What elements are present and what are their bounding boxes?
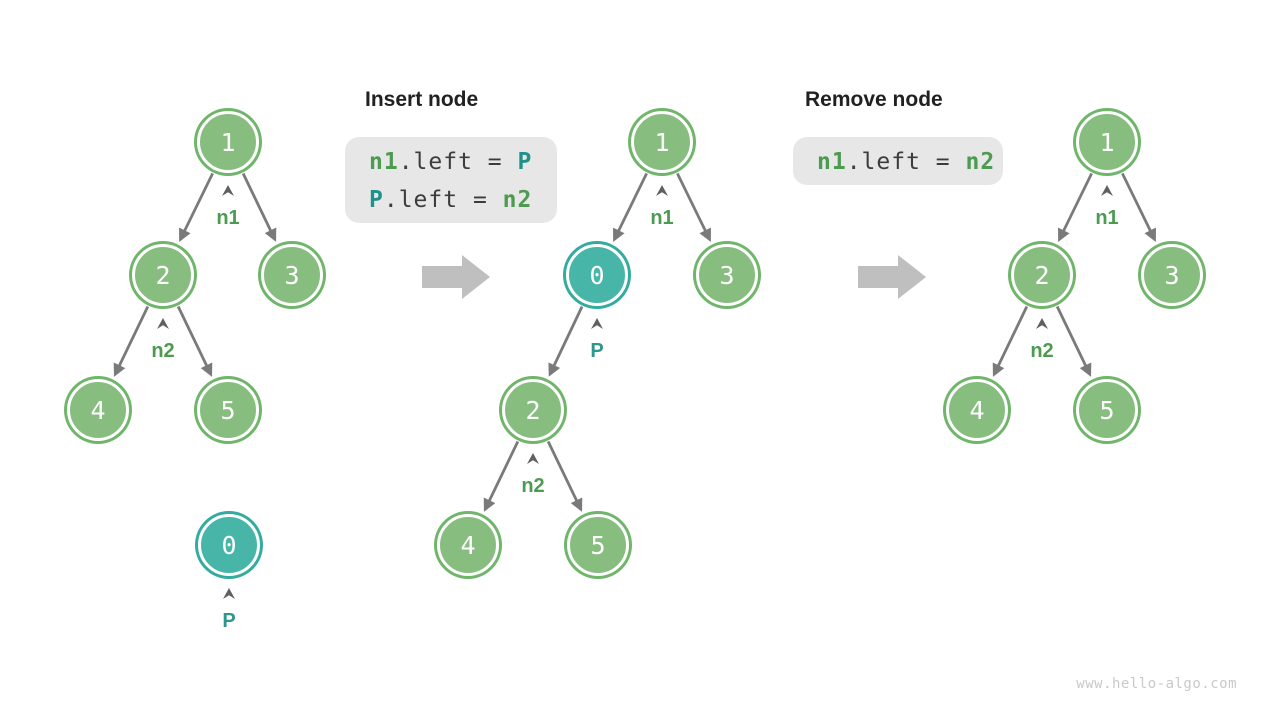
tree-edge [113, 305, 150, 377]
tree-node-3: 3 [1141, 244, 1203, 306]
tree-node-1: 1 [1076, 111, 1138, 173]
tree-edge [176, 305, 213, 377]
tree-node-4: 4 [67, 379, 129, 441]
tree-node-5: 5 [197, 379, 259, 441]
tree-edge [1121, 172, 1156, 242]
pointer-up-arrow-icon [222, 587, 236, 599]
tree-edge [546, 440, 583, 512]
tree-edge [1058, 172, 1093, 242]
pointer-up-arrow-icon [221, 184, 235, 196]
pointer-label-n1: n1 [1095, 207, 1119, 229]
code-token: n2 [502, 187, 533, 213]
code-token: .left = [398, 149, 518, 175]
remove-node-heading: Remove node [805, 88, 943, 111]
remove-code-block: n1.left = n2 [793, 137, 1003, 185]
tree-edge [992, 305, 1029, 377]
tree-node-1: 1 [631, 111, 693, 173]
code-token: P [517, 149, 533, 175]
code-token: P [369, 187, 384, 213]
tree-node-2: 2 [1011, 244, 1073, 306]
code-line: P.left = n2 [369, 181, 557, 219]
tree-node-3: 3 [696, 244, 758, 306]
tree-node-0: 0 [198, 514, 260, 576]
pointer-label-P: P [222, 610, 236, 632]
tree-node-0: 0 [566, 244, 628, 306]
tree-edge [548, 306, 584, 377]
tree-node-5: 5 [1076, 379, 1138, 441]
tree-edge [676, 172, 711, 242]
pointer-up-arrow-icon [1100, 184, 1114, 196]
arrow-remove-icon [858, 255, 926, 299]
pointer-label-n1: n1 [650, 207, 674, 229]
tree-node-5: 5 [567, 514, 629, 576]
code-token: .left = [846, 149, 966, 175]
tree-edge [483, 440, 520, 512]
code-line: n1.left = P [369, 143, 557, 181]
pointer-label-n1: n1 [216, 207, 240, 229]
pointer-up-arrow-icon [655, 184, 669, 196]
tree-node-1: 1 [197, 111, 259, 173]
code-token: n2 [965, 149, 996, 175]
pointer-up-arrow-icon [526, 452, 540, 464]
tree-edge [613, 172, 648, 242]
tree-node-2: 2 [132, 244, 194, 306]
pointer-label-n2: n2 [151, 340, 175, 362]
pointer-up-arrow-icon [1035, 317, 1049, 329]
tree-node-2: 2 [502, 379, 564, 441]
tree-edge [241, 172, 277, 242]
watermark-text: www.hello-algo.com [1076, 676, 1237, 692]
code-token: n1 [817, 149, 847, 175]
tree-edge [179, 172, 214, 242]
tree-edge [1055, 305, 1092, 377]
tree-node-4: 4 [946, 379, 1008, 441]
arrow-insert-icon [422, 255, 490, 299]
pointer-label-n2: n2 [521, 475, 545, 497]
pointer-label-P: P [590, 340, 604, 362]
pointer-up-arrow-icon [590, 317, 604, 329]
code-token: n1 [369, 149, 399, 175]
insert-node-heading: Insert node [365, 88, 479, 111]
tree-node-4: 4 [437, 514, 499, 576]
pointer-up-arrow-icon [156, 317, 170, 329]
pointer-label-n2: n2 [1030, 340, 1054, 362]
code-token: .left = [383, 187, 503, 213]
tree-node-3: 3 [261, 244, 323, 306]
code-line: n1.left = n2 [817, 143, 1003, 181]
